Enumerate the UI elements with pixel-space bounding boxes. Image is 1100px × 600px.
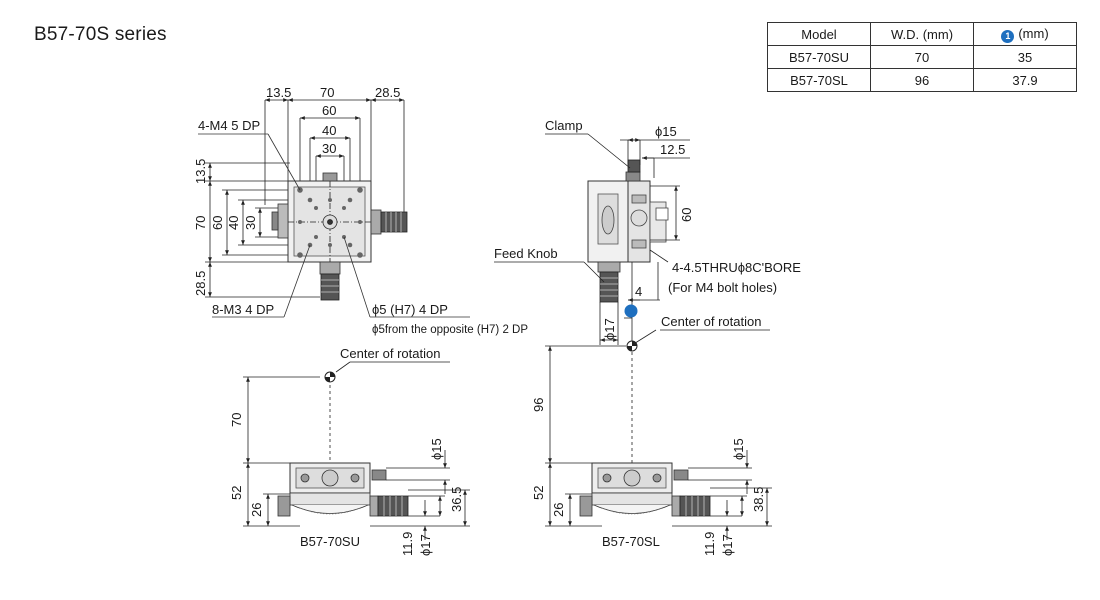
label-pin-hole: ϕ5 (H7) 4 DP <box>372 302 448 317</box>
table-cell-wd: 70 <box>870 45 974 69</box>
center-rotation-su-icon <box>324 371 336 383</box>
dim-left-30: 30 <box>243 216 258 230</box>
dim-left-70: 70 <box>193 216 208 230</box>
dim-sl-52: 52 <box>531 486 546 500</box>
table-cell-wd: 96 <box>870 68 974 92</box>
table-header-row: Model W.D. (mm) 1(mm) <box>767 22 1077 46</box>
dim-top-30: 30 <box>322 141 336 156</box>
dim-side-phi15: ϕ15 <box>655 124 677 139</box>
table-cell-dim1: 37.9 <box>973 68 1077 92</box>
page-title: B57-70S series <box>34 24 167 45</box>
dim-su-52: 52 <box>229 486 244 500</box>
dim-left-28-5: 28.5 <box>193 271 208 296</box>
dim-sl-wd: 96 <box>531 398 546 412</box>
dim-su-wd: 70 <box>229 413 244 427</box>
dim-su-11-9: 11.9 <box>400 532 415 556</box>
model-label-sl: B57-70SL <box>602 534 660 549</box>
dim-su-36-5: 36.5 <box>449 487 464 512</box>
table-header-dim1: 1(mm) <box>973 22 1077 46</box>
marker-1-side-icon <box>624 304 638 318</box>
dim-top-70: 70 <box>320 85 334 100</box>
dim-side-4: 4 <box>635 284 642 299</box>
front-view-su <box>243 361 470 540</box>
dim-sl-11-9: 11.9 <box>702 532 717 556</box>
dim-left-13-5: 13.5 <box>193 159 208 184</box>
table-cell-model: B57-70SU <box>767 45 871 69</box>
dim-side-phi17: ϕ17 <box>602 318 617 340</box>
label-tap-top: 4-M4 5 DP <box>198 118 260 133</box>
dim-su-phi15: ϕ15 <box>429 438 444 460</box>
dim-su-phi17: ϕ17 <box>418 534 433 556</box>
label-bolt-note: (For M4 bolt holes) <box>668 280 777 295</box>
dim-sl-26: 26 <box>551 503 566 517</box>
dim-top-28-5: 28.5 <box>375 85 400 100</box>
table-cell-model: B57-70SL <box>767 68 871 92</box>
dim-left-60: 60 <box>210 216 225 230</box>
dim-side-60: 60 <box>679 208 694 222</box>
side-view <box>494 133 770 346</box>
spec-table: Model W.D. (mm) 1(mm) B57-70SU 70 35 B57… <box>767 22 1077 92</box>
dim-sl-38-5: 38.5 <box>751 487 766 512</box>
label-tap-bottom: 8-M3 4 DP <box>212 302 274 317</box>
label-pin-hole-note: ϕ5from the opposite (H7) 2 DP <box>372 324 528 336</box>
dim-top-13-5: 13.5 <box>266 85 291 100</box>
dim-top-40: 40 <box>322 123 336 138</box>
table-header-dim1-label: (mm) <box>1018 25 1049 41</box>
dim-sl-phi15: ϕ15 <box>731 438 746 460</box>
center-rotation-icon <box>626 340 638 352</box>
table-row: B57-70SU 70 35 <box>767 45 1077 69</box>
label-clamp: Clamp <box>545 118 583 133</box>
dim-su-26: 26 <box>249 503 264 517</box>
table-cell-dim1: 35 <box>973 45 1077 69</box>
label-feed-knob: Feed Knob <box>494 246 558 261</box>
dim-top-60: 60 <box>322 103 336 118</box>
label-thru-holes: 4-4.5THRUϕ8C'BORE <box>672 260 801 275</box>
label-center-rotation-front: Center of rotation <box>340 346 440 361</box>
top-view <box>198 98 470 318</box>
label-center-rotation-side: Center of rotation <box>661 314 761 329</box>
marker-1-icon: 1 <box>1001 29 1015 43</box>
dim-sl-phi17: ϕ17 <box>720 534 735 556</box>
table-header-model: Model <box>767 22 871 46</box>
dim-side-12-5: 12.5 <box>660 142 685 157</box>
dim-left-40: 40 <box>226 216 241 230</box>
front-view-sl <box>545 345 772 540</box>
table-row: B57-70SL 96 37.9 <box>767 68 1077 92</box>
model-label-su: B57-70SU <box>300 534 360 549</box>
